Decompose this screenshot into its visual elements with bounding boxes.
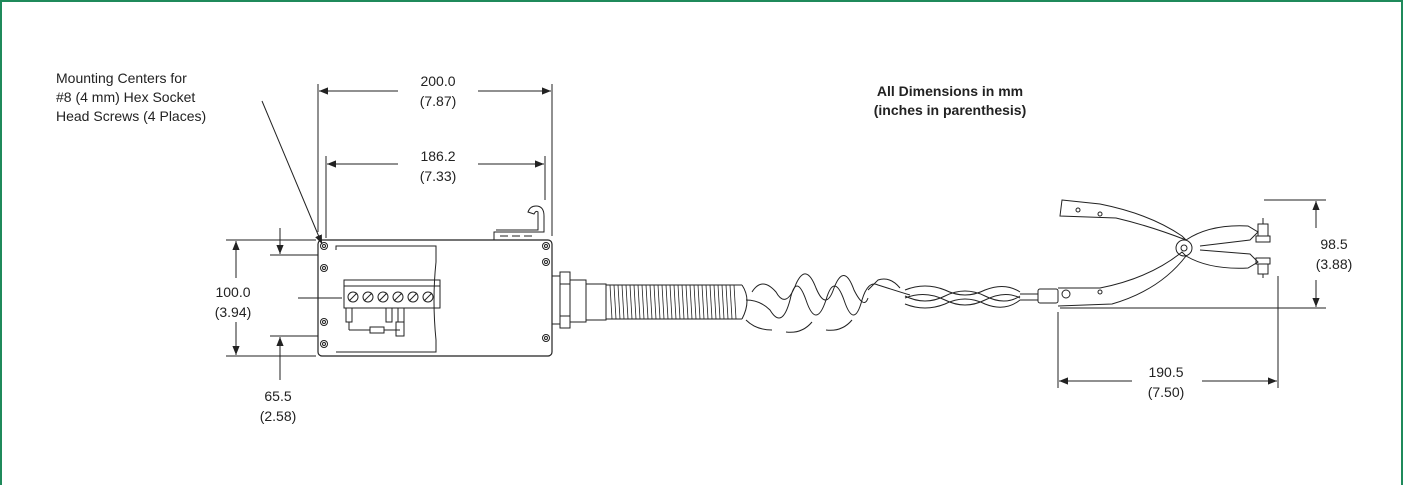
dim-clamp-height-label: 98.5 (3.88) [1304, 234, 1364, 274]
dim-clamp-height [1060, 199, 1326, 309]
screw-icon [320, 242, 550, 348]
dim-mount-width-label: 186.2 (7.33) [403, 146, 473, 186]
junction-box [298, 205, 553, 357]
braided-grip [904, 285, 1038, 309]
flexible-conduit [606, 284, 748, 320]
dim-mount-width [325, 156, 546, 238]
dim-clamp-height-mm: 98.5 [1320, 236, 1348, 252]
units-header: All Dimensions in mm (inches in parenthe… [790, 82, 1110, 120]
dim-mount-height-mm: 65.5 [264, 388, 292, 404]
dim-mount-height [270, 228, 318, 380]
dim-box-height-in: (3.94) [214, 304, 252, 320]
dim-mount-height-in: (2.58) [259, 408, 297, 424]
dim-box-height-mm: 100.0 [215, 284, 251, 300]
dim-overall-width-in: (7.87) [419, 93, 457, 109]
mounting-note-line3: Head Screws (4 Places) [56, 108, 207, 124]
dim-mount-height-label: 65.5 (2.58) [248, 386, 308, 426]
dim-overall-width-mm: 200.0 [420, 73, 456, 89]
dim-clamp-length-mm: 190.5 [1148, 364, 1184, 380]
mounting-note: Mounting Centers for #8 (4 mm) Hex Socke… [54, 69, 264, 126]
dim-mount-width-mm: 186.2 [420, 148, 456, 164]
dim-overall-width-label: 200.0 (7.87) [403, 71, 473, 111]
dim-clamp-length-label: 190.5 (7.50) [1136, 362, 1196, 402]
dim-overall-width [317, 84, 553, 236]
note-leader [261, 100, 323, 245]
dim-box-height [226, 239, 316, 357]
dim-box-height-label: 100.0 (3.94) [203, 282, 263, 322]
units-header-line1: All Dimensions in mm [876, 83, 1024, 99]
units-header-line2: (inches in parenthesis) [873, 102, 1027, 118]
dim-mount-width-in: (7.33) [419, 168, 457, 184]
cable-gland [551, 271, 607, 329]
coiled-cable [745, 273, 911, 333]
mounting-note-line1: Mounting Centers for [56, 70, 187, 86]
dim-clamp-height-in: (3.88) [1315, 256, 1353, 272]
dim-clamp-length [1057, 276, 1279, 388]
dim-clamp-length-in: (7.50) [1147, 384, 1185, 400]
ground-clamp [1037, 199, 1271, 307]
mounting-note-line2: #8 (4 mm) Hex Socket [56, 89, 196, 105]
terminal-block [343, 279, 441, 337]
